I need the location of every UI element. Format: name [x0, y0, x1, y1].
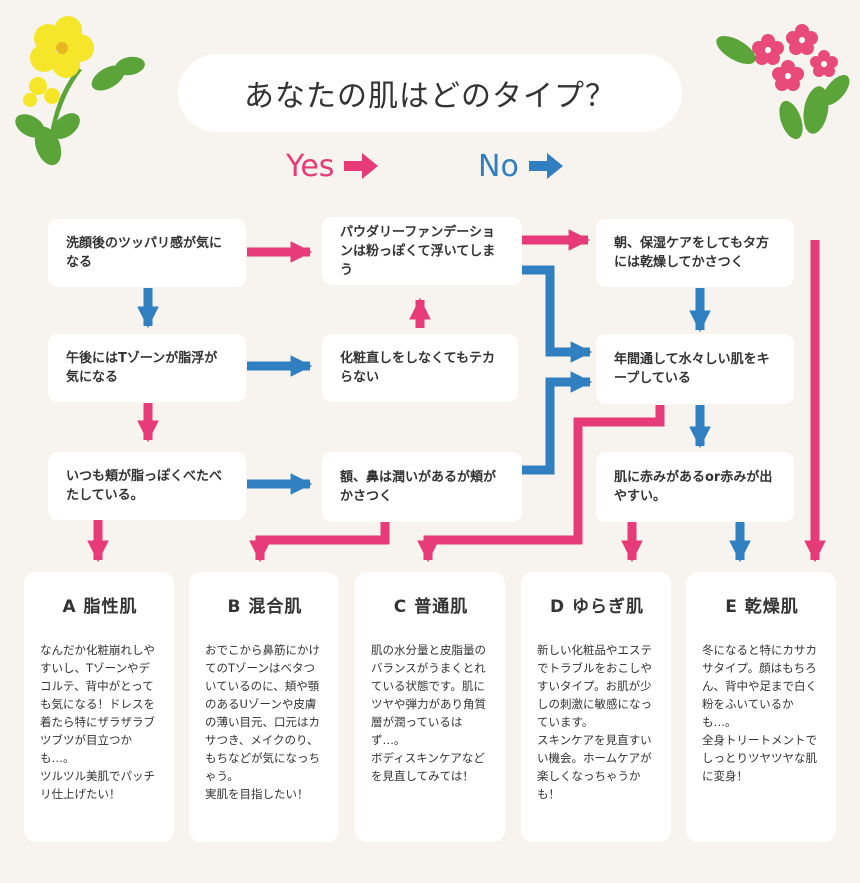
result-description: 肌の水分量と皮脂量のバランスがうまくとれている状態です。肌にツヤや弾力があり角質… [371, 643, 486, 783]
result-card-c: C 普通肌 肌の水分量と皮脂量のバランスがうまくとれている状態です。肌にツヤや弾… [355, 572, 505, 842]
result-title: E 乾燥肌 [725, 597, 799, 617]
pink-flower-decoration [716, 24, 850, 140]
question-q4: パウダリーファンデーションは粉っぽくて浮いてしまう [322, 217, 522, 285]
connector-yes [417, 405, 665, 563]
result-card-d: D ゆらぎ肌 新しい化粧品やエステでトラブルをおこしやすいタイプ。お肌が少しの刺… [521, 572, 671, 842]
result-card-a: A 脂性肌 なんだか化粧崩れしやすいし、Tゾーンやデコルテ、背中がとっても気にな… [24, 572, 174, 842]
arrow-right-icon [528, 153, 563, 179]
result-title: A 脂性肌 [62, 597, 138, 617]
connector-yes [249, 522, 390, 563]
question-q1: 洗顔後のツッパリ感が気になる [48, 219, 246, 287]
arrow-right-icon [344, 153, 379, 179]
question-q6: 額、鼻は潤いがあるが頬がかさつく [322, 452, 522, 522]
question-q5: 化粧直しをしなくてもテカらない [322, 334, 518, 402]
question-q7: 朝、保湿ケアをしてもタ方には乾燥してかさつく [596, 219, 794, 287]
question-q2: 午後にはTゾーンが脂浮が気になる [48, 334, 246, 402]
legend-no: No [478, 146, 563, 186]
result-description: 新しい化粧品やエステでトラブルをおこしやすいタイプ。お肌が少しの刺激に敏感になっ… [537, 643, 652, 801]
legend-yes: Yes [286, 146, 379, 186]
yellow-flower-decoration [15, 16, 145, 166]
result-title: B 混合肌 [227, 597, 303, 617]
legend-no-label: No [478, 148, 519, 184]
question-q8: 年間通して水々しい肌をキープしている [596, 334, 794, 404]
connector-no [522, 371, 593, 475]
legend-yes-label: Yes [286, 148, 335, 184]
result-card-b: B 混合肌 おでこから鼻筋にかけてのTゾーンはベタついているのに、頬や顎のあるU… [189, 572, 339, 842]
page-title: あなたの肌はどのタイプ？ [178, 54, 682, 132]
result-title: D ゆらぎ肌 [549, 597, 645, 617]
question-q9: 肌に赤みがあるor赤みが出やすい。 [596, 452, 794, 522]
question-q3: いつも頬が脂っぽくべたべたしている。 [48, 452, 246, 520]
result-description: 冬になると特にカサカサタイプ。顔はもちろん、背中や足まで白く粉をふいているかも…… [702, 643, 817, 783]
result-description: なんだか化粧崩れしやすいし、Tゾーンやデコルテ、背中がとっても気になる！ドレスを… [40, 643, 155, 801]
result-title: C 普通肌 [393, 597, 469, 617]
result-description: おでこから鼻筋にかけてのTゾーンはベタついているのに、頬や顎のあるUゾーンや皮膚… [205, 643, 320, 801]
result-card-e: E 乾燥肌 冬になると特にカサカサタイプ。顔はもちろん、背中や足まで白く粉をふい… [686, 572, 836, 842]
connector-no [522, 265, 593, 363]
